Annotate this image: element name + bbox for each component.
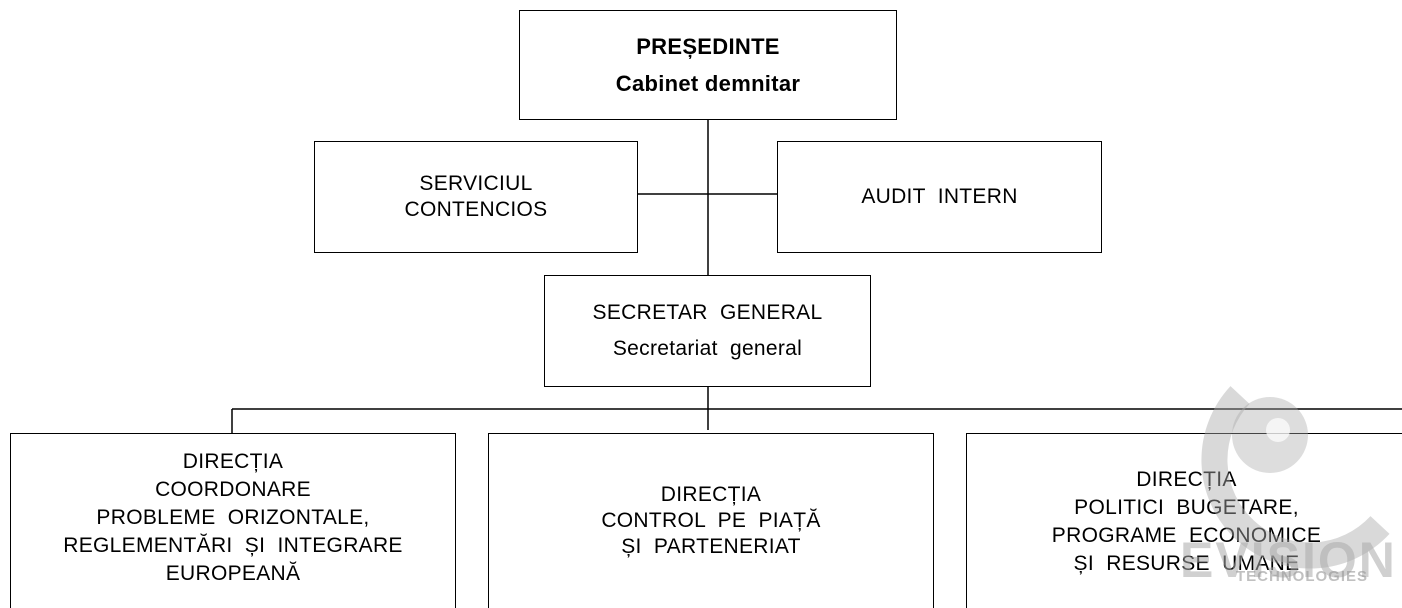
- direction-line: ȘI PARTENERIAT: [621, 535, 801, 558]
- president-title: PREȘEDINTE: [636, 34, 780, 59]
- contencios-box: SERVICIUL CONTENCIOS: [314, 141, 638, 253]
- direction-line: CONTROL PE PIAȚĂ: [601, 509, 821, 532]
- direction-line: PROGRAME ECONOMICE: [1051, 524, 1322, 547]
- direction-line: DIRECȚIA: [1136, 468, 1237, 491]
- audit-label: AUDIT INTERN: [861, 185, 1018, 208]
- direction-line: ȘI RESURSE UMANE: [1073, 552, 1300, 575]
- direction-box-coordonare: DIRECȚIA COORDONARE PROBLEME ORIZONTALE,…: [10, 433, 456, 608]
- direction-line: POLITICI BUGETARE,: [1074, 496, 1299, 519]
- watermark-brand: EVISION: [1180, 532, 1397, 588]
- secretar-title: SECRETAR GENERAL: [592, 301, 823, 324]
- contencios-line1: SERVICIUL: [419, 172, 533, 195]
- direction-line: DIRECȚIA: [182, 450, 284, 473]
- direction-box-control: DIRECȚIA CONTROL PE PIAȚĂ ȘI PARTENERIAT: [488, 433, 934, 608]
- president-subtitle: Cabinet demnitar: [615, 71, 801, 96]
- watermark-tagline: TECHNOLOGIES: [1236, 568, 1369, 585]
- direction-line: DIRECȚIA: [660, 483, 762, 506]
- secretar-subtitle: Secretariat general: [612, 337, 803, 360]
- secretar-general-box: SECRETAR GENERAL Secretariat general: [544, 275, 871, 387]
- contencios-line2: CONTENCIOS: [404, 198, 548, 221]
- direction-line: REGLEMENTĂRI ȘI INTEGRARE: [63, 534, 403, 557]
- president-box: PREȘEDINTE Cabinet demnitar: [519, 10, 897, 120]
- direction-line: EUROPEANĂ: [165, 562, 301, 585]
- direction-line: COORDONARE: [155, 478, 311, 501]
- direction-line: PROBLEME ORIZONTALE,: [96, 506, 370, 529]
- direction-box-politici: DIRECȚIA POLITICI BUGETARE, PROGRAME ECO…: [966, 433, 1402, 608]
- audit-box: AUDIT INTERN: [777, 141, 1102, 253]
